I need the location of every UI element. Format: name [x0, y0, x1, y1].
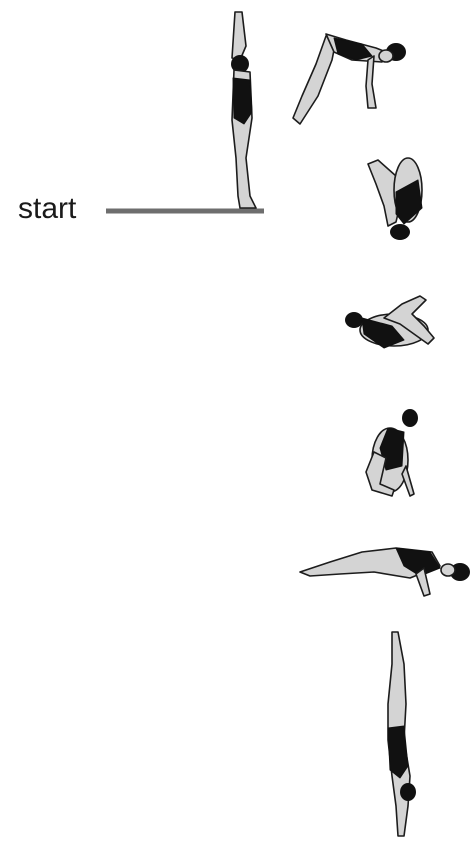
- diver-layout-horizontal: [300, 548, 470, 596]
- diver-tuck-inverted: [368, 158, 422, 240]
- start-label: start: [18, 192, 77, 225]
- diver-pike-takeoff: [293, 34, 406, 124]
- diver-tuck-upright: [366, 409, 418, 496]
- diver-standing-arms-up: [231, 12, 256, 208]
- diver-vertical-entry: [388, 632, 416, 836]
- diver-tuck-horizontal: [345, 296, 434, 348]
